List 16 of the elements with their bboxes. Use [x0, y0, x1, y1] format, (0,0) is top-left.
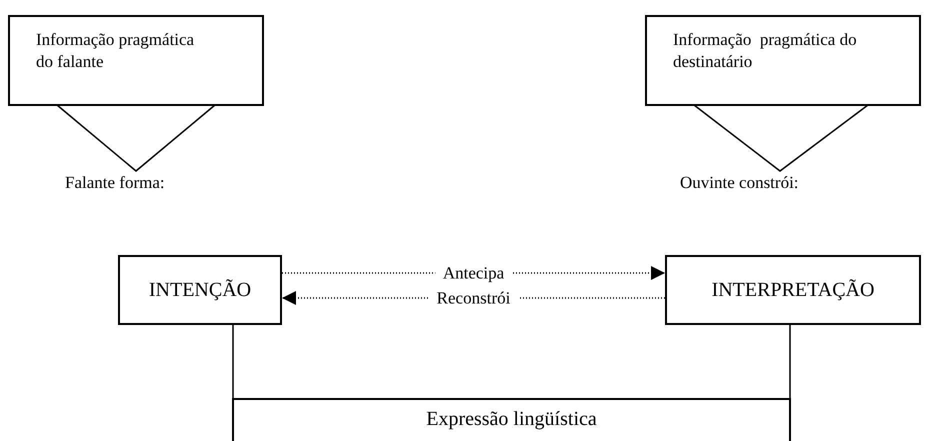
- edge-label: Reconstrói: [428, 290, 518, 306]
- box-text: INTERPRETAÇÃO: [710, 279, 876, 302]
- box-text: INTENÇÃO: [148, 279, 252, 302]
- text-box: [118, 255, 282, 325]
- connector-line: [232, 325, 234, 398]
- text-box: [665, 255, 921, 325]
- text-box: [645, 15, 921, 106]
- box-text: Informação pragmática do destinatário: [673, 29, 858, 73]
- text-box: [232, 398, 791, 441]
- text-box: [8, 15, 264, 106]
- box-text: Informação pragmática do falante: [36, 29, 196, 73]
- caption-text: Falante forma:: [65, 173, 165, 193]
- connector-line: [789, 325, 791, 398]
- edge-label: Antecipa: [434, 264, 512, 282]
- box-text: Expressão lingüística: [425, 408, 598, 431]
- caption-text: Ouvinte constrói:: [680, 173, 799, 193]
